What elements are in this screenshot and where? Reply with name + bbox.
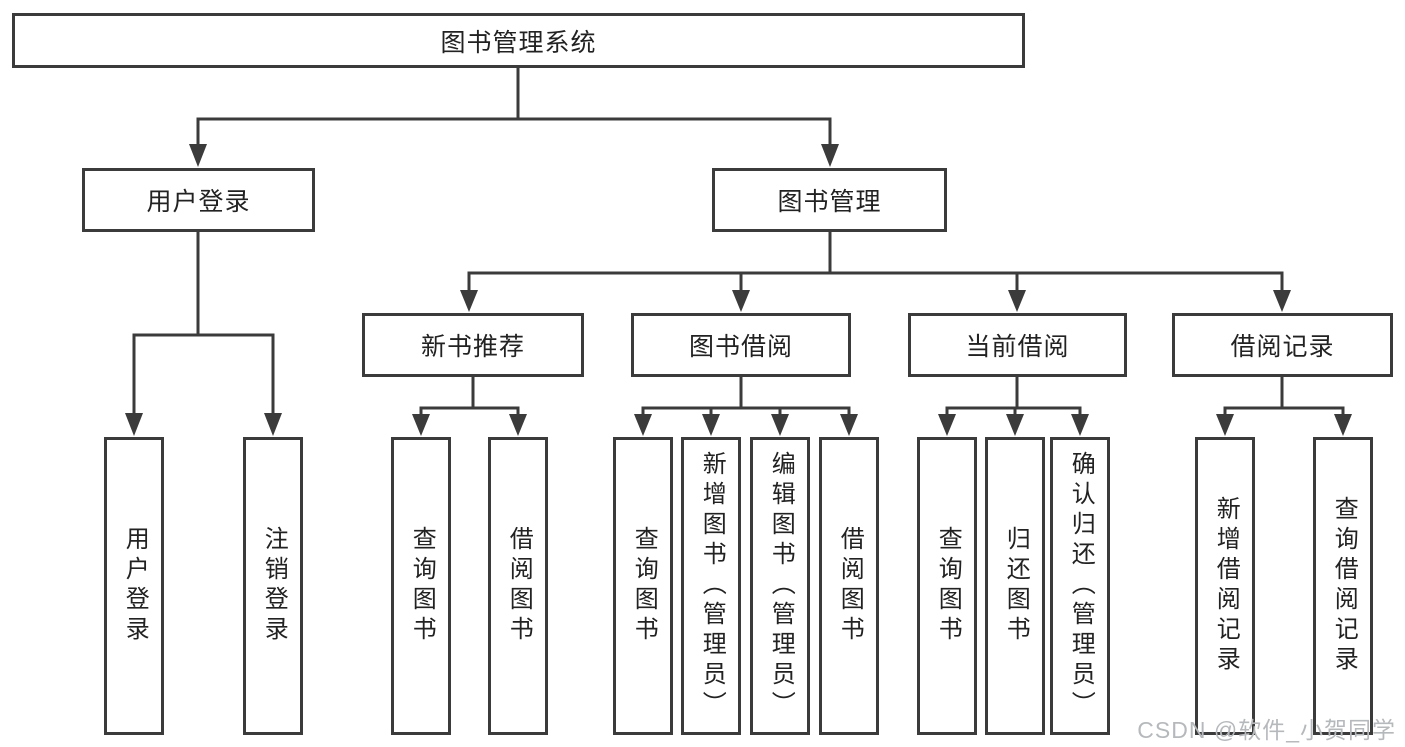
node-borrow-records: 借阅记录 xyxy=(1172,313,1393,377)
node-current-borrow: 当前借阅 xyxy=(908,313,1127,377)
node-borrow-records-label: 借阅记录 xyxy=(1230,333,1335,361)
leaf-confirm-return-admin: 确认归还（管理员） xyxy=(1050,437,1110,735)
node-current-borrow-label: 当前借阅 xyxy=(965,333,1070,361)
leaf-query-books-current: 查询图书 xyxy=(917,437,977,735)
leaf-add-book-admin-label: 新增图书（管理员） xyxy=(698,451,726,721)
leaf-borrow-books-label: 借阅图书 xyxy=(836,526,864,646)
leaf-user-login-label: 用户登录 xyxy=(121,526,149,646)
leaf-query-borrow-record-label: 查询借阅记录 xyxy=(1330,496,1358,676)
leaf-return-book-label: 归还图书 xyxy=(1002,526,1030,646)
node-user-login: 用户登录 xyxy=(82,168,315,232)
leaf-logout: 注销登录 xyxy=(243,437,303,735)
leaf-add-borrow-record-label: 新增借阅记录 xyxy=(1212,496,1240,676)
leaf-borrow-books: 借阅图书 xyxy=(819,437,879,735)
csdn-watermark: CSDN @软件_小贺同学 xyxy=(1137,717,1396,743)
node-book-management: 图书管理 xyxy=(712,168,947,232)
leaf-edit-book-admin-label: 编辑图书（管理员） xyxy=(767,451,795,721)
node-root: 图书管理系统 xyxy=(12,13,1025,68)
leaf-logout-label: 注销登录 xyxy=(260,526,288,646)
leaf-query-books-current-label: 查询图书 xyxy=(934,526,962,646)
leaf-query-books-borrow-label: 查询图书 xyxy=(630,526,658,646)
node-new-book-recommend-label: 新书推荐 xyxy=(420,333,525,361)
leaf-add-borrow-record: 新增借阅记录 xyxy=(1195,437,1255,735)
leaf-query-books-recommend: 查询图书 xyxy=(391,437,451,735)
node-user-login-label: 用户登录 xyxy=(146,188,251,216)
node-book-borrow-label: 图书借阅 xyxy=(688,333,793,361)
leaf-edit-book-admin: 编辑图书（管理员） xyxy=(750,437,810,735)
node-book-borrow: 图书借阅 xyxy=(631,313,851,377)
leaf-borrow-books-recommend-label: 借阅图书 xyxy=(505,526,533,646)
leaf-query-books-recommend-label: 查询图书 xyxy=(408,526,436,646)
node-root-label: 图书管理系统 xyxy=(440,28,597,57)
leaf-return-book: 归还图书 xyxy=(985,437,1045,735)
leaf-user-login: 用户登录 xyxy=(104,437,164,735)
leaf-query-books-borrow: 查询图书 xyxy=(613,437,673,735)
node-new-book-recommend: 新书推荐 xyxy=(362,313,584,377)
leaf-borrow-books-recommend: 借阅图书 xyxy=(488,437,548,735)
leaf-query-borrow-record: 查询借阅记录 xyxy=(1313,437,1373,735)
leaf-confirm-return-admin-label: 确认归还（管理员） xyxy=(1067,451,1095,721)
node-book-management-label: 图书管理 xyxy=(777,188,882,216)
leaf-add-book-admin: 新增图书（管理员） xyxy=(681,437,741,735)
